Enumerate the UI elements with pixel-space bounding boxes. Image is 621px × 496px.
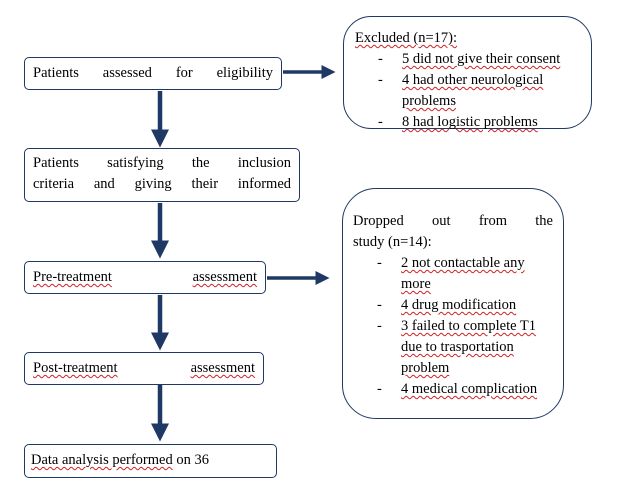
inclusion-box: Patients satisfying the inclusion criter… — [24, 148, 300, 202]
eligibility-label: Patients assessed for eligibility — [33, 65, 273, 81]
dropped-item: -2 not contactable any more — [377, 255, 525, 292]
dropped-title-line-2: study (n=14): — [353, 234, 432, 250]
post-treatment-box: Post-treatment assessment — [24, 352, 264, 385]
pre-treatment-box: Pre-treatment assessment — [24, 261, 266, 294]
pre-treatment-word: Pre-treatment — [33, 269, 112, 285]
post-treatment-word: Post-treatment — [33, 360, 118, 376]
excluded-list: -5 did not give their consent -4 had oth… — [344, 49, 585, 133]
pre-assessment-word: assessment — [192, 269, 257, 285]
inclusion-line-2: criteria and giving their informed — [33, 176, 291, 192]
analysis-count: on 36 — [172, 452, 209, 468]
eligibility-box: Patients assessed for eligibility — [24, 57, 282, 90]
dropped-list: -2 not contactable any more -4 drug modi… — [343, 253, 553, 400]
dropped-box: Dropped out from the study (n=14): -2 no… — [342, 188, 564, 419]
dropped-item: -3 failed to complete T1 due to trasport… — [377, 318, 537, 376]
inclusion-line-1: Patients satisfying the inclusion — [33, 155, 291, 171]
excluded-box: Excluded (n=17): -5 did not give their c… — [343, 16, 592, 130]
excluded-item: -5 did not give their consent — [378, 51, 561, 67]
dropped-item: -4 drug modification — [377, 297, 517, 313]
analysis-box: Data analysis performed on 36 — [24, 444, 277, 478]
excluded-title: Excluded (n=17): — [355, 30, 457, 46]
post-assessment-word: assessment — [190, 360, 255, 376]
dropped-title-line-1: Dropped out from the — [353, 213, 553, 229]
excluded-item: -4 had other neurological problems — [378, 72, 544, 109]
analysis-label: Data analysis performed — [31, 452, 173, 468]
excluded-item: -8 had logistic problems — [378, 114, 538, 130]
dropped-item: -4 medical complication — [377, 381, 538, 397]
